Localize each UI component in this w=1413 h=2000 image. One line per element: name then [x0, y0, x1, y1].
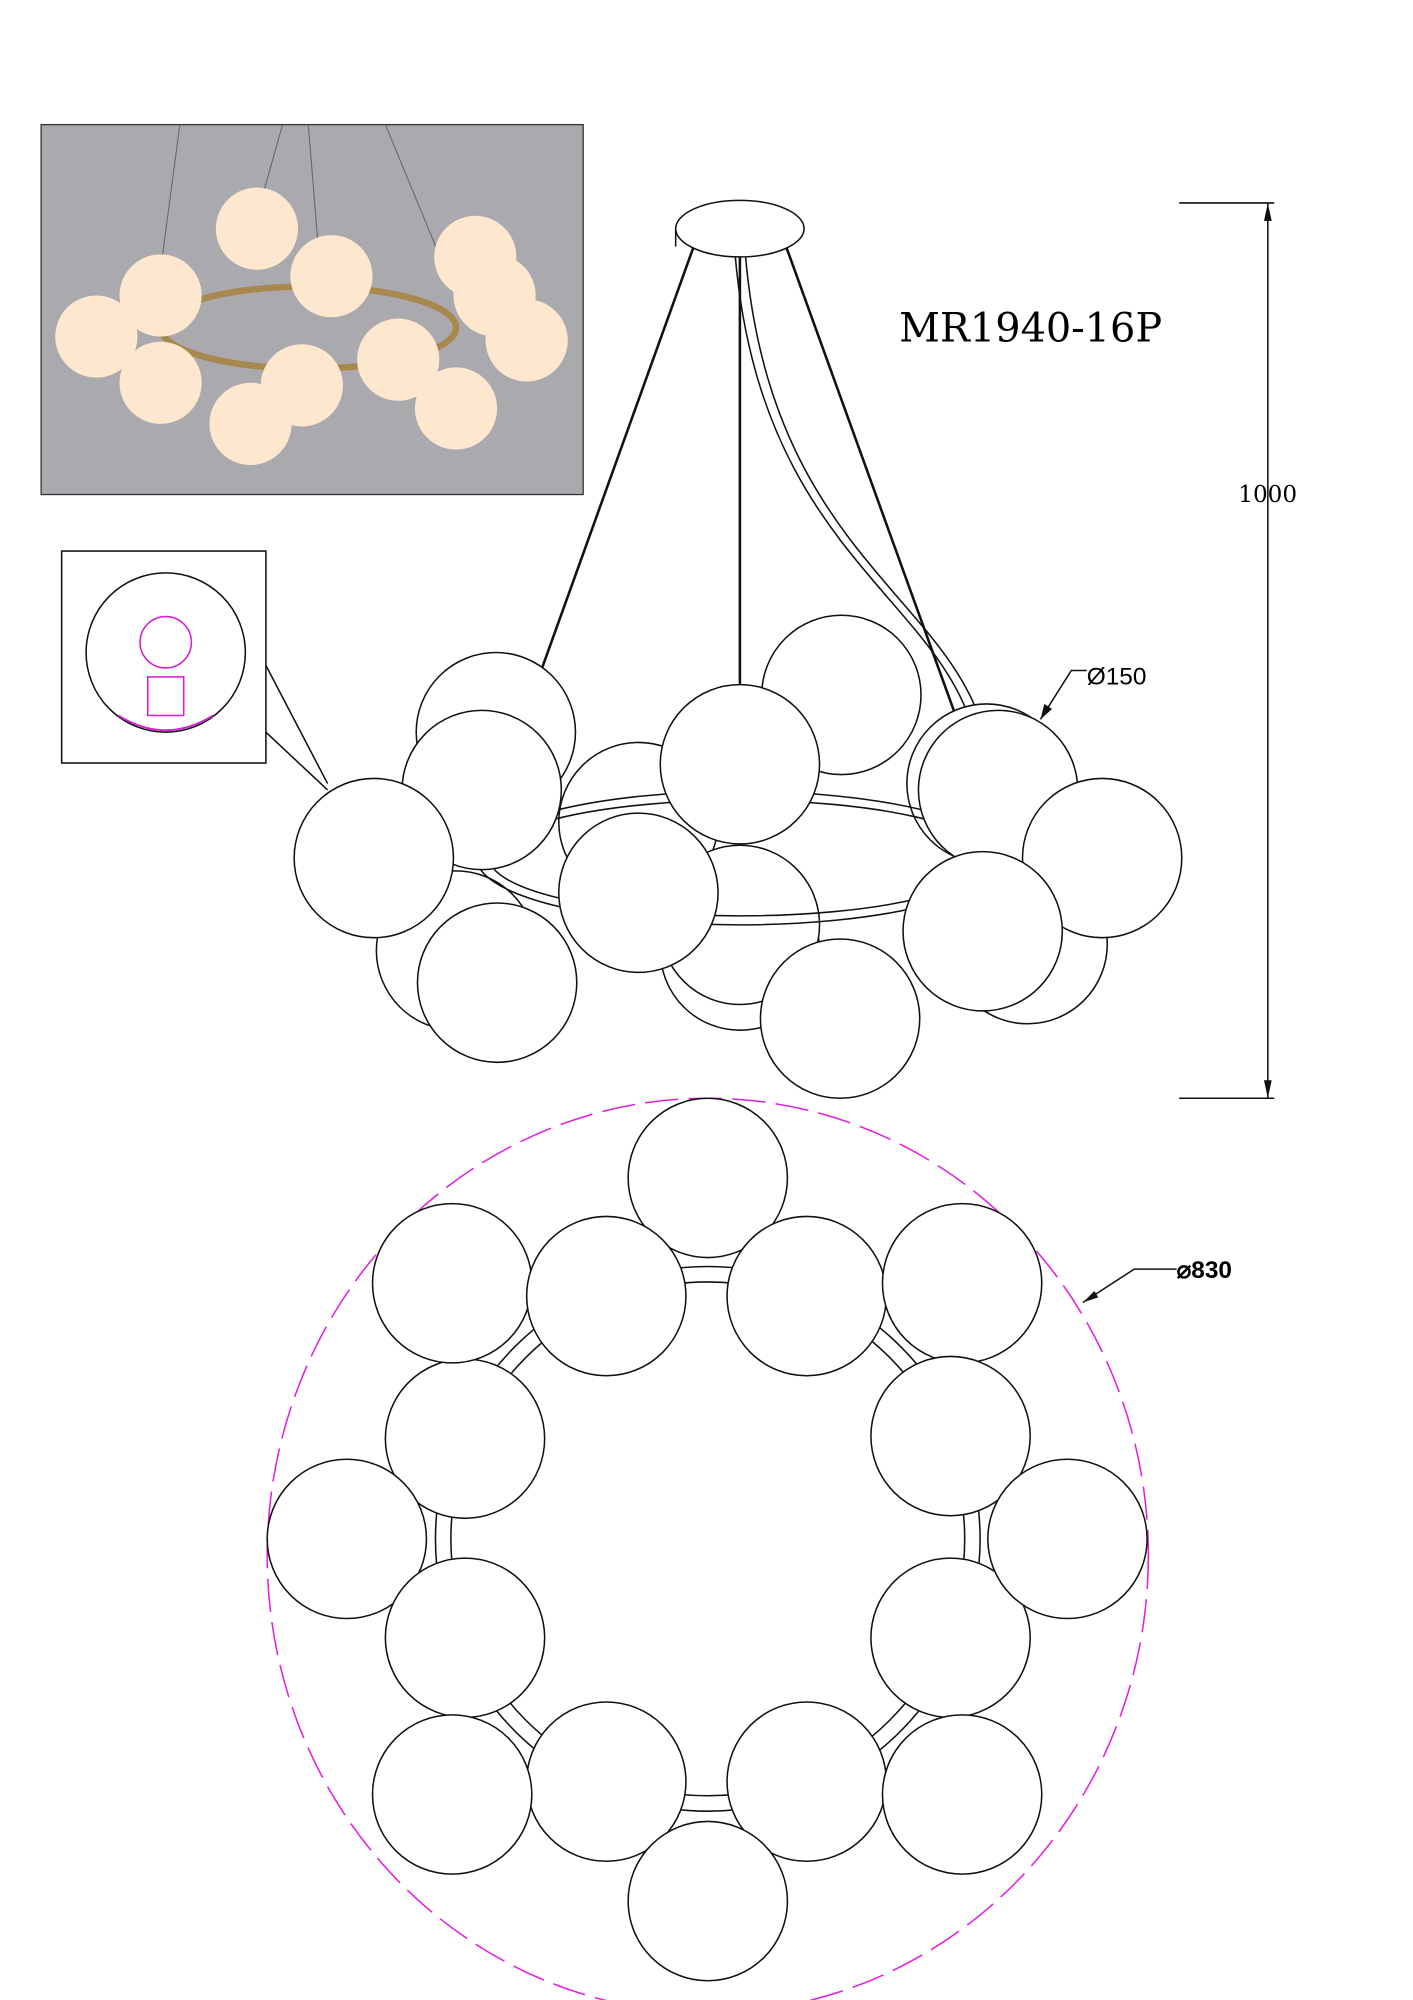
globe — [371, 1714, 533, 1875]
globe — [416, 902, 578, 1064]
globe-dimension-leader — [1039, 669, 1087, 720]
height-dimension — [1179, 202, 1275, 1100]
globe — [525, 1215, 687, 1377]
globe — [870, 1355, 1031, 1517]
globe — [627, 1820, 789, 1982]
globe-diameter-label: Ø150 — [1087, 664, 1147, 691]
globe — [384, 1557, 546, 1719]
side-view — [293, 199, 1183, 1100]
globe — [55, 295, 138, 378]
globe — [215, 187, 299, 270]
globe — [290, 235, 373, 318]
height-dimension-label: 1000 — [1238, 482, 1297, 508]
globe — [119, 254, 202, 337]
globe — [987, 1458, 1148, 1620]
product-photo — [40, 123, 584, 496]
globe — [266, 1458, 428, 1620]
globe — [414, 367, 498, 450]
top-view — [266, 1097, 1177, 2000]
globe — [357, 318, 440, 401]
globe — [1021, 777, 1183, 939]
overall-diameter-label: ⌀830 — [1177, 1257, 1232, 1284]
globe — [726, 1215, 888, 1377]
globe — [485, 299, 568, 382]
globe — [627, 1097, 789, 1259]
bulb-detail-inset — [60, 550, 329, 791]
globe — [371, 1202, 533, 1364]
globe — [119, 341, 202, 424]
globe — [260, 344, 343, 427]
globe — [759, 938, 921, 1100]
model-label: MR1940-16P — [899, 306, 1162, 352]
globe — [293, 777, 455, 939]
globe — [659, 683, 821, 845]
globe — [881, 1202, 1043, 1364]
globe — [902, 850, 1064, 1012]
globe — [881, 1714, 1043, 1875]
globe — [558, 812, 719, 974]
